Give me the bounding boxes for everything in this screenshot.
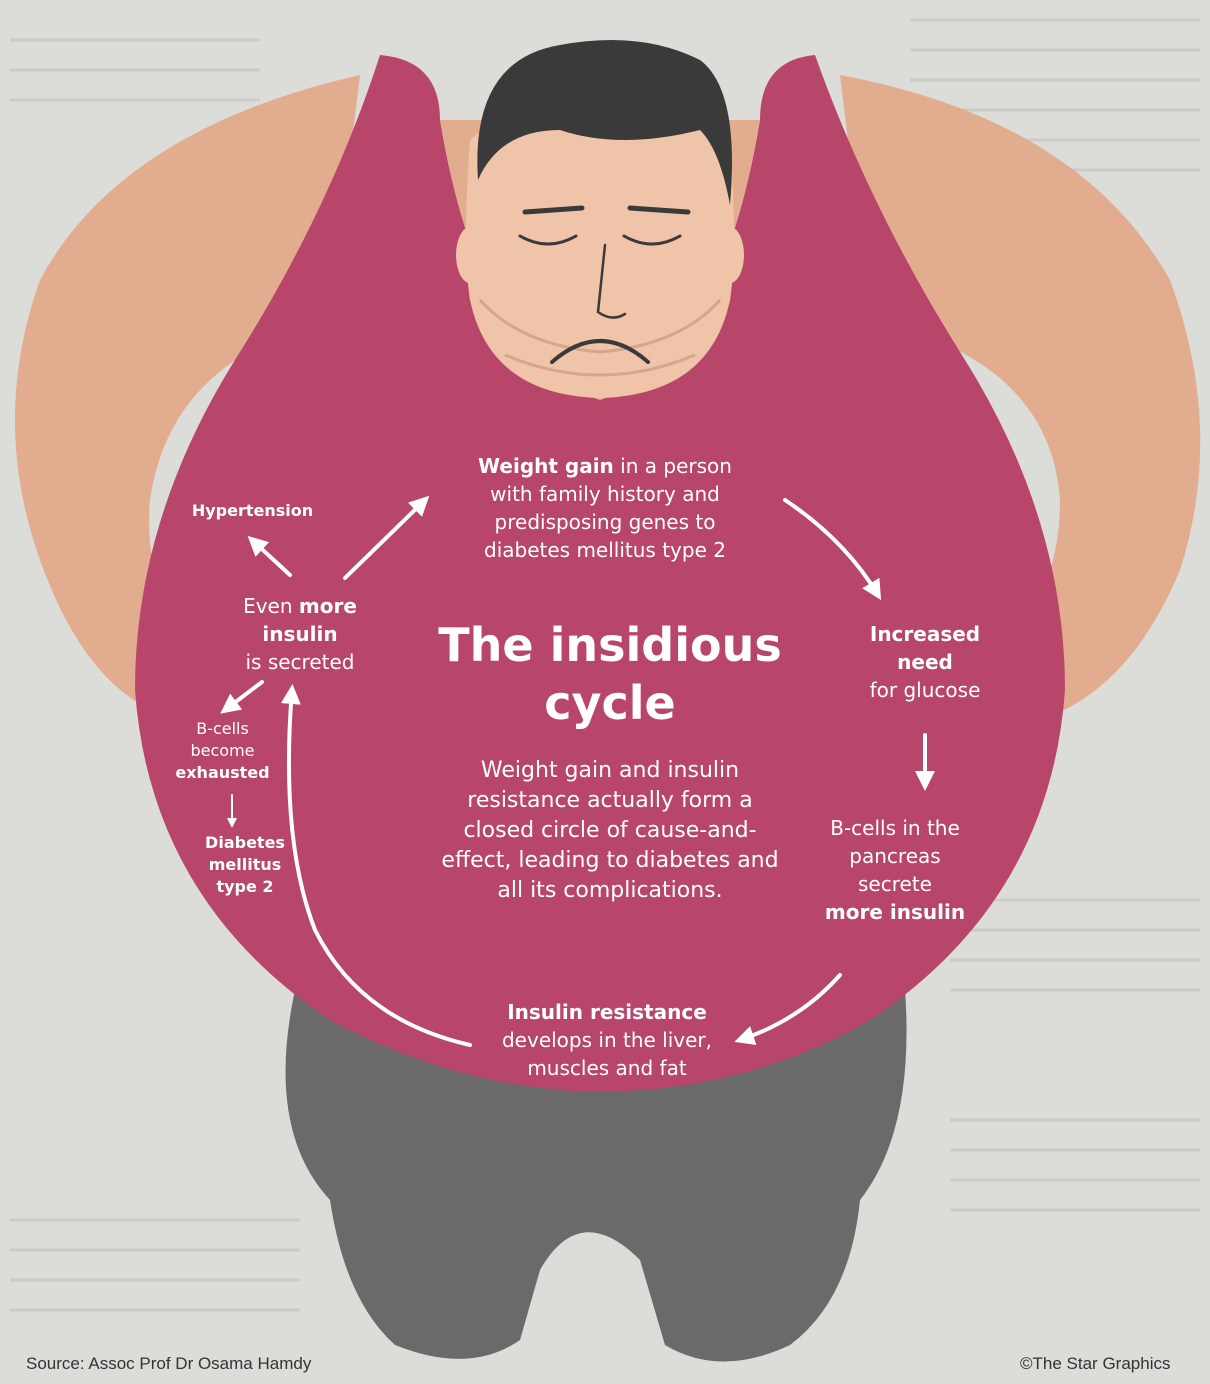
diagram-title: The insidious cycle <box>400 616 820 732</box>
bcells-exhausted-pre: B-cells become <box>190 719 254 760</box>
bcells-secrete-pre: B-cells in the pancreas secrete <box>830 816 960 896</box>
increased-need-bold: Increased need <box>870 622 980 674</box>
insulin-resistance-bold: Insulin resistance <box>507 1000 707 1024</box>
even-more-insulin-pre: Even <box>243 594 292 618</box>
side-effect-diabetes: Diabetes mellitus type 2 <box>190 832 300 898</box>
cycle-step-insulin-resistance: Insulin resistance develops in the liver… <box>482 998 732 1082</box>
insulin-resistance-rest: develops in the liver, muscles and fat <box>502 1028 712 1080</box>
side-effect-bcells-exhausted: B-cells become exhausted <box>165 718 280 784</box>
weight-gain-bold: Weight gain <box>478 454 614 478</box>
left-ear <box>456 227 484 283</box>
diagram-description: Weight gain and insulin resistance actua… <box>440 756 780 906</box>
cycle-step-even-more-insulin: Even more insulin is secreted <box>220 592 380 676</box>
source-credit: Source: Assoc Prof Dr Osama Hamdy <box>26 1354 311 1374</box>
cycle-step-weight-gain: Weight gain in a person with family hist… <box>455 452 755 564</box>
even-more-insulin-post: is secreted <box>246 650 355 674</box>
cycle-step-increased-need: Increased need for glucose <box>845 620 1005 704</box>
copyright-credit: ©The Star Graphics <box>1020 1354 1170 1374</box>
bcells-secrete-bold: more insulin <box>825 900 965 924</box>
side-effect-hypertension: Hypertension <box>170 500 335 522</box>
increased-need-rest: for glucose <box>870 678 981 702</box>
right-ear <box>716 227 744 283</box>
bcells-exhausted-bold: exhausted <box>175 763 269 782</box>
cycle-step-bcells-secrete: B-cells in the pancreas secrete more ins… <box>815 814 975 926</box>
